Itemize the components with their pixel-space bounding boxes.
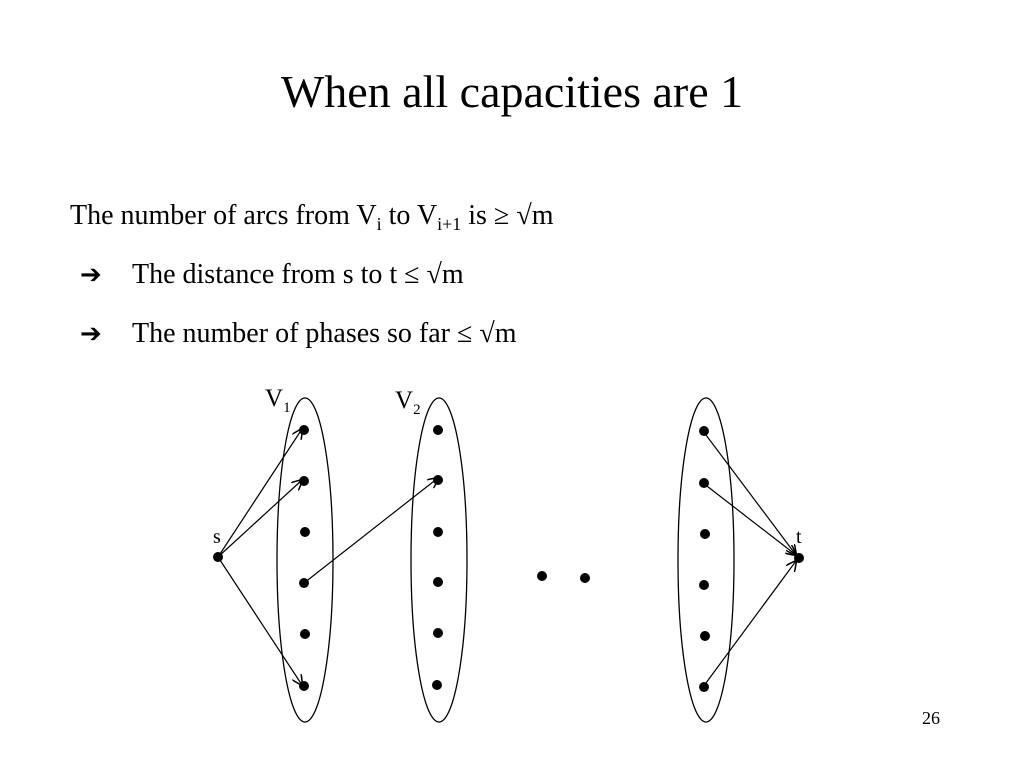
- label-v1-main: V: [265, 385, 283, 412]
- label-v1-sub: 1: [283, 400, 291, 416]
- arc-lastb-to-t: [702, 482, 796, 555]
- label-s: s: [213, 526, 221, 548]
- node-v1: [299, 681, 309, 691]
- layer-v2-ellipse: [410, 397, 468, 723]
- node-last-layer: [699, 478, 709, 488]
- node-v1: [300, 629, 310, 639]
- ellipsis-dot: [580, 573, 590, 583]
- statement-part: to V: [381, 200, 438, 231]
- label-t: t: [796, 526, 802, 548]
- node-last-layer: [699, 682, 709, 692]
- right-arrow-icon: ➔: [80, 260, 102, 290]
- node-last-layer: [699, 426, 709, 436]
- label-v2-main: V: [395, 387, 413, 414]
- arc-lasta-to-t: [702, 430, 796, 555]
- node-v2: [433, 475, 443, 485]
- implication-phases: ➔ The number of phases so far ≤ √m: [80, 316, 517, 352]
- node-v1: [300, 527, 310, 537]
- subscript-i-plus-1: i+1: [437, 214, 462, 234]
- layer-last-ellipse: [677, 397, 735, 723]
- node-v1: [299, 578, 309, 588]
- node-v1: [299, 425, 309, 435]
- page-number: 26: [922, 708, 940, 728]
- implication-text: The number of phases so far ≤ √m: [132, 318, 517, 349]
- statement-part: The number of arcs from V: [70, 200, 377, 231]
- arc-s-to-v1f: [217, 556, 302, 685]
- arc-s-to-v1b: [217, 480, 302, 558]
- node-v2: [433, 577, 443, 587]
- node-last-layer: [700, 529, 710, 539]
- label-v2-sub: 2: [413, 402, 421, 418]
- arc-v1d-to-v2b: [303, 478, 438, 584]
- right-arrow-icon: ➔: [80, 319, 102, 349]
- node-s: [213, 552, 223, 562]
- node-last-layer: [700, 631, 710, 641]
- node-v2: [433, 425, 443, 435]
- arc-lastf-to-t: [702, 561, 796, 688]
- ellipsis-dot: [537, 571, 547, 581]
- subscript-i: i: [376, 214, 382, 234]
- node-t: [794, 553, 804, 563]
- node-v2: [433, 527, 443, 537]
- layer-v1-ellipse: [276, 397, 334, 723]
- node-v2: [432, 680, 442, 690]
- node-v2: [433, 628, 443, 638]
- arc-s-to-v1a: [217, 429, 302, 558]
- node-v1: [299, 476, 309, 486]
- label-v2: V2: [395, 387, 421, 418]
- implication-text: The distance from s to t ≤ √m: [132, 259, 464, 290]
- slide-title: When all capacities are 1: [280, 66, 744, 117]
- statement-part: is ≥ √m: [461, 200, 554, 231]
- node-last-layer: [699, 580, 709, 590]
- statement-arcs-count: The number of arcs from Vi to Vi+1 is ≥ …: [70, 198, 553, 234]
- label-v1: V1: [265, 385, 291, 416]
- implication-distance: ➔ The distance from s to t ≤ √m: [80, 257, 464, 293]
